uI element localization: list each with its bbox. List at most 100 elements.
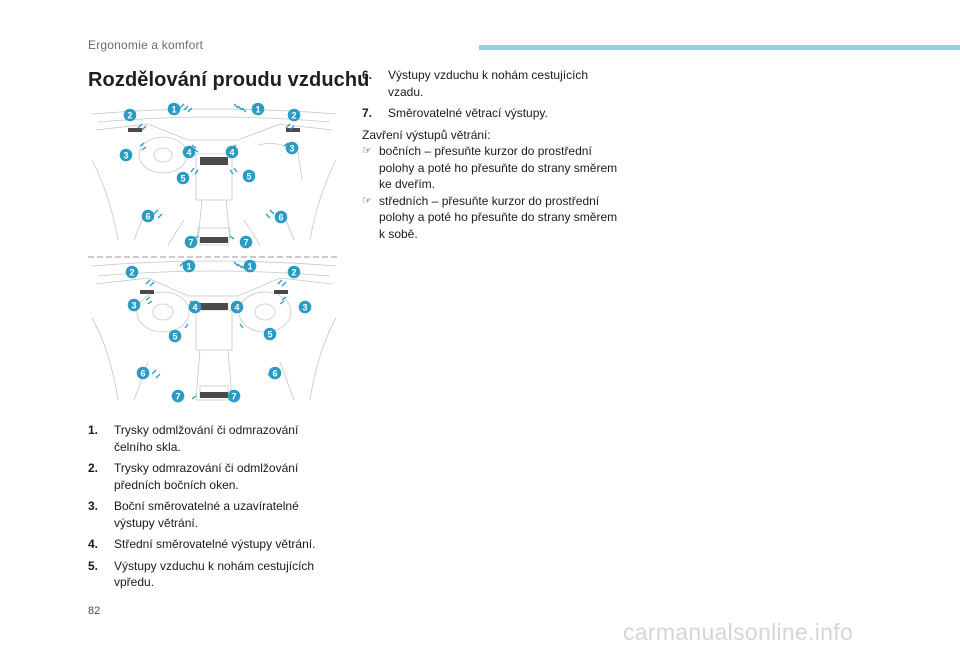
callout-marker (184, 235, 198, 249)
list-item: 7. Směrovatelné větrací výstupy. (362, 105, 612, 122)
callout-marker (171, 389, 185, 403)
callout-marker (188, 300, 202, 314)
callout-number: 6 (145, 212, 150, 222)
vent-side-right-bottom (274, 290, 288, 294)
callout-number: 7 (231, 392, 236, 402)
callout-marker (251, 102, 265, 116)
list-item: 5. Výstupy vzduchu k nohám cestujících vp… (88, 558, 328, 591)
list-item-text: Trysky odmlžování či odmrazování čelního… (114, 423, 299, 454)
callout-number: 5 (246, 172, 251, 182)
list-item: 2. Trysky odmrazování či odmlžování předn… (88, 460, 328, 493)
callout-marker (176, 171, 190, 185)
callout-number: 1 (186, 262, 191, 272)
callout-number: 4 (192, 303, 197, 313)
callout-number: 4 (234, 303, 239, 313)
callout-number: 1 (247, 262, 252, 272)
list-item-text: Trysky odmrazování či odmlžování předníc… (114, 461, 299, 492)
list-item-text: Boční směrovatelné a uzavíratelné výstup… (114, 499, 299, 530)
list-item-number: 2. (88, 461, 99, 475)
callout-marker (285, 141, 299, 155)
callout-number: 5 (180, 174, 185, 184)
watermark: carmanualsonline.info (623, 619, 854, 645)
list-item-text: Směrovatelné větrací výstupy. (388, 106, 548, 120)
callout-marker (123, 108, 137, 122)
callout-number: 6 (278, 213, 283, 223)
closing-list: ☞ bočních – přesuňte kurzor do prostřední… (362, 143, 622, 242)
callout-number: 2 (127, 111, 132, 121)
vents-list-right: 6. Výstupy vzduchu k nohám cestujících vz… (362, 67, 612, 127)
callout-marker (287, 108, 301, 122)
pointing-hand-icon: ☞ (362, 194, 372, 207)
callout-number: 3 (131, 301, 136, 311)
running-header: Ergonomie a komfort (88, 38, 204, 52)
header-accent-bar (479, 45, 960, 50)
list-item: 1. Trysky odmlžování či odmrazování čelní… (88, 422, 328, 455)
list-item-number: 6. (362, 68, 373, 82)
callout-number: 4 (186, 148, 191, 158)
callout-marker (127, 298, 141, 312)
list-item-text: Výstupy vzduchu k nohám cestujících vzad… (388, 68, 589, 99)
list-item-number: 3. (88, 499, 99, 513)
callout-marker (182, 145, 196, 159)
page-number: 82 (88, 605, 101, 617)
callout-number: 4 (229, 148, 234, 158)
callout-marker (287, 265, 301, 279)
callout-marker (125, 265, 139, 279)
callout-number: 2 (291, 268, 296, 278)
callout-marker (119, 148, 133, 162)
vent-side-right-top (286, 128, 300, 132)
callout-marker (239, 235, 253, 249)
list-item-number: 1. (88, 423, 99, 437)
vent-center-bottom (200, 303, 228, 310)
callout-marker (230, 300, 244, 314)
callout-marker (168, 329, 182, 343)
callout-number: 3 (123, 151, 128, 161)
vent-side-left-top (128, 128, 142, 132)
callout-marker (136, 366, 150, 380)
list-item-number: 4. (88, 537, 99, 551)
closing-title: Zavření výstupů větrání: (362, 128, 491, 142)
callout-marker (242, 169, 256, 183)
list-item: 4. Střední směrovatelné výstupy větrání. (88, 536, 328, 553)
closing-item: ☞ bočních – přesuňte kurzor do prostřední… (362, 143, 622, 193)
callout-number: 7 (175, 392, 180, 402)
vent-rear-top (200, 237, 228, 243)
callout-number: 7 (188, 238, 193, 248)
list-item-number: 5. (88, 558, 99, 573)
callout-marker (243, 259, 257, 273)
list-item-text: Střední směrovatelné výstupy větrání. (114, 537, 316, 551)
list-item: 3. Boční směrovatelné a uzavíratelné výst… (88, 498, 328, 531)
vents-list-left: 1. Trysky odmlžování či odmrazování čelní… (88, 422, 328, 596)
callout-marker (182, 259, 196, 273)
callout-marker (167, 102, 181, 116)
vent-rear-bottom (200, 392, 228, 398)
closing-item-text: bočních – přesuňte kurzor do prostřední … (379, 144, 618, 191)
callout-marker (141, 209, 155, 223)
callout-marker (274, 210, 288, 224)
vent-center-top (200, 157, 228, 165)
callout-number: 2 (129, 268, 134, 278)
callout-number: 1 (255, 105, 260, 115)
callout-marker (263, 327, 277, 341)
closing-item-text: středních – přesuňte kurzor do prostředn… (379, 193, 618, 241)
list-item: 6. Výstupy vzduchu k nohám cestujících vz… (362, 67, 612, 100)
closing-item: ☞ středních – přesuňte kurzor do prostřed… (362, 193, 622, 243)
vent-side-left-bottom (140, 290, 154, 294)
pointing-hand-icon: ☞ (362, 145, 372, 157)
callout-number: 1 (171, 105, 176, 115)
list-item-number: 7. (362, 106, 373, 120)
callout-marker (268, 366, 282, 380)
callout-marker (225, 145, 239, 159)
callout-number: 5 (172, 332, 177, 342)
callout-number: 3 (302, 303, 307, 313)
callout-number: 6 (140, 369, 145, 379)
callout-number: 3 (289, 144, 294, 154)
section-title: Rozdělování proudu vzduchu (88, 69, 370, 91)
list-item-text: Výstupy vzduchu k nohám cestujících vpře… (114, 558, 315, 590)
callout-number: 2 (291, 111, 296, 121)
callout-marker (227, 389, 241, 403)
callout-number: 6 (272, 369, 277, 379)
callout-number: 5 (267, 330, 272, 340)
